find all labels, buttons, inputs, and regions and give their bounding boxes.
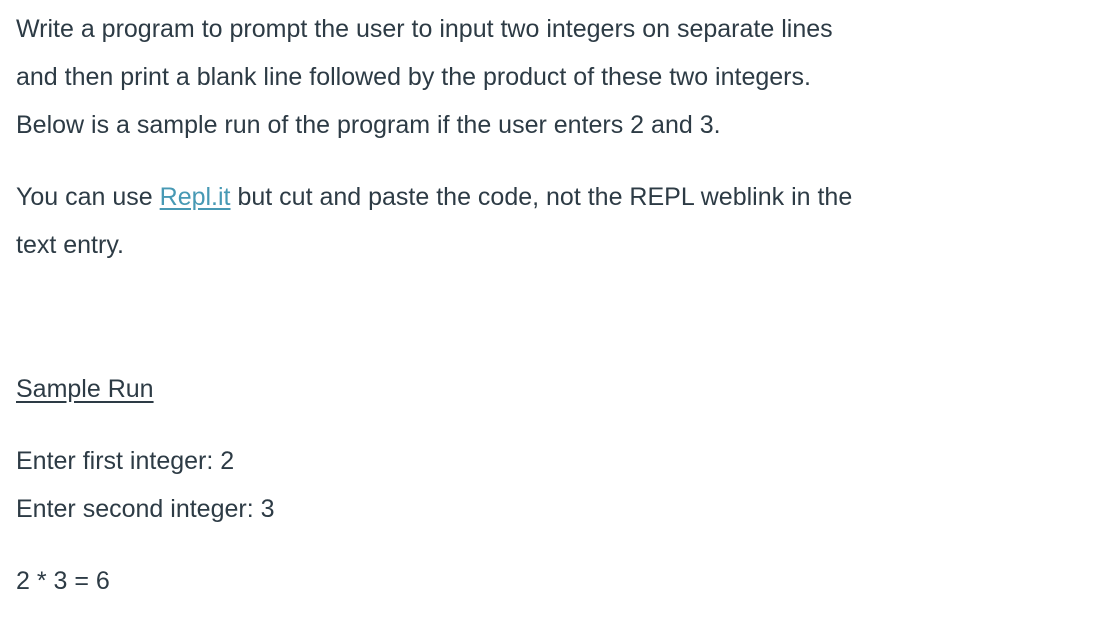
sample-run-prompt-line-2: Enter second integer: 3 [16, 495, 275, 523]
instructions-line-2: and then print a blank line followed by … [16, 63, 811, 91]
blank-paragraph-spacer [16, 293, 1086, 341]
instructions-paragraph: Write a program to prompt the user to in… [16, 5, 1086, 149]
sample-run-prompt-line-1: Enter first integer: 2 [16, 447, 235, 475]
repl-note-paragraph: You can use Repl.it but cut and paste th… [16, 173, 1086, 269]
repl-note-line-1: You can use Repl.it but cut and paste th… [16, 173, 1086, 221]
instructions-line-3: Below is a sample run of the program if … [16, 111, 721, 139]
replit-link[interactable]: Repl.it [159, 183, 231, 211]
repl-note-middle: but cut and paste the code, not the REPL… [230, 183, 853, 211]
assignment-description: Write a program to prompt the user to in… [16, 5, 1086, 605]
sample-run-prompts: Enter first integer: 2 Enter second inte… [16, 437, 1086, 533]
sample-run-result-line: 2 * 3 = 6 [16, 567, 110, 595]
sample-run-heading: Sample Run [16, 375, 154, 403]
instructions-line-1: Write a program to prompt the user to in… [16, 15, 833, 43]
sample-run-heading-paragraph: Sample Run [16, 365, 1086, 413]
repl-note-line-2: text entry. [16, 231, 124, 259]
repl-note-prefix: You can use [16, 183, 160, 211]
sample-run-result: 2 * 3 = 6 [16, 557, 1086, 605]
